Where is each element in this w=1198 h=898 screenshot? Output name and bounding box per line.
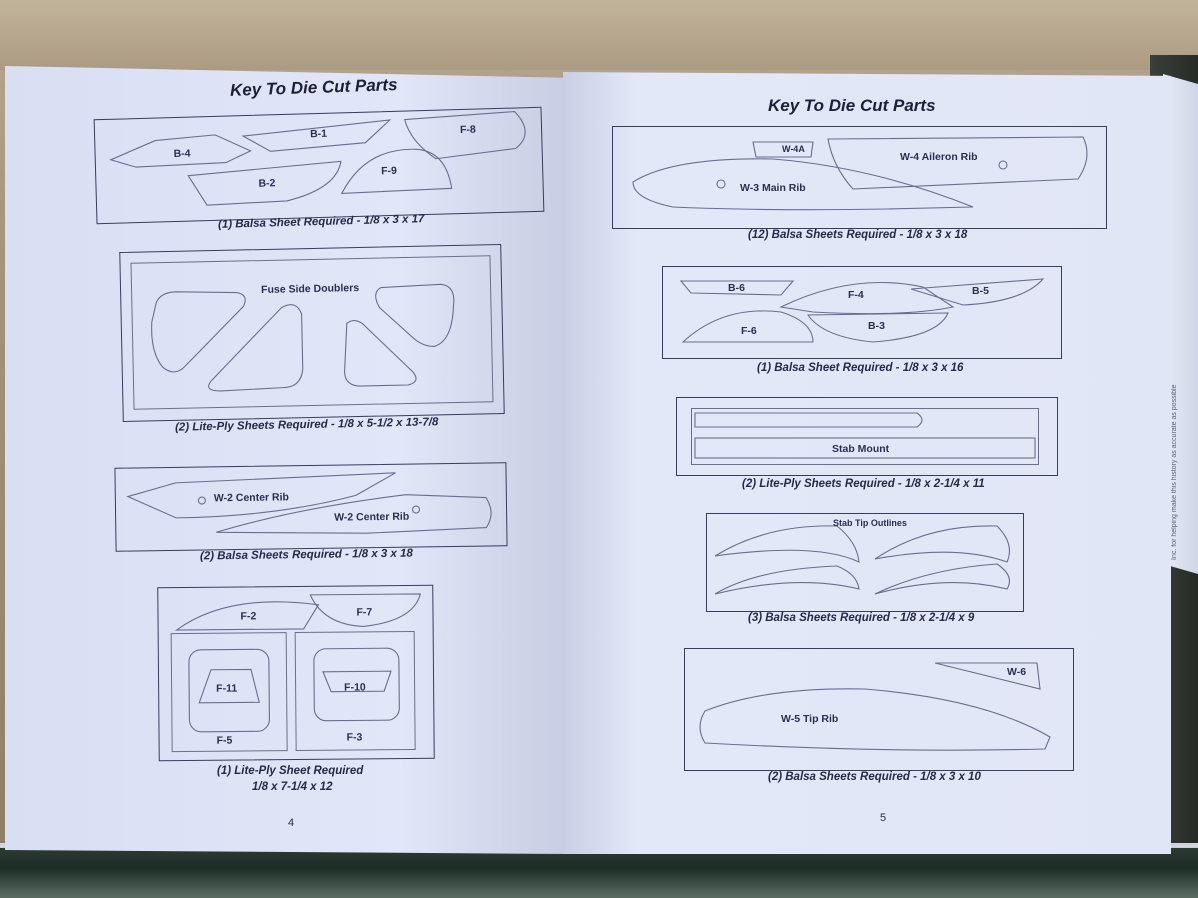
sheet-caption: (3) Balsa Sheets Required - 1/8 x 2-1/4 … (748, 612, 975, 624)
sheet-parts-outline (126, 472, 492, 534)
part-label: F-2 (240, 610, 257, 623)
sheet-caption: (2) Lite-Ply Sheets Required - 1/8 x 2-1… (742, 478, 985, 490)
left-page (5, 65, 570, 854)
part-label: W-2 Center Rib (334, 510, 410, 524)
sheet-parts-outline (694, 412, 1036, 459)
sheet-caption: (1) Balsa Sheet Required - 1/8 x 3 x 16 (757, 362, 964, 374)
part-label: W-4A (782, 144, 805, 154)
sheet-stab-tip-outlines: Stab Tip Outlines (706, 513, 1024, 612)
part-label: Stab Tip Outlines (833, 518, 907, 528)
part-label: F-4 (848, 289, 864, 301)
part-label: W-5 Tip Rib (781, 713, 839, 725)
part-label: W-3 Main Rib (740, 182, 806, 194)
part-label: W-4 Aileron Rib (900, 151, 978, 163)
part-label: F-9 (381, 164, 398, 178)
table-surface (0, 848, 1198, 898)
page-number: 4 (288, 817, 295, 829)
sheet-stab-mount: Stab Mount (676, 397, 1058, 476)
part-label: Fuse Side Doublers (260, 282, 360, 297)
sheet-tip-rib: W-6 W-5 Tip Rib (684, 648, 1074, 771)
part-label: B-1 (309, 127, 328, 141)
sheet-parts-outline (679, 278, 1045, 343)
part-label: F-3 (346, 731, 363, 744)
sheet-parts-outline (151, 283, 455, 392)
part-label: B-6 (728, 282, 745, 294)
sheet-caption-line2: 1/8 x 7-1/4 x 12 (252, 781, 333, 793)
part-label: B-2 (258, 177, 276, 190)
cardboard-background (0, 0, 1198, 70)
sheet-parts-outline (632, 136, 1088, 211)
right-page (563, 72, 1171, 854)
sheet-parts-outline (699, 662, 1051, 751)
part-label: W-6 (1007, 666, 1027, 678)
sheet-balsa-b-parts-2: B-6 F-4 B-5 F-6 B-3 (662, 266, 1062, 359)
part-label: F-10 (344, 681, 366, 694)
part-label: B-4 (173, 147, 191, 161)
part-label: F-11 (216, 682, 238, 695)
part-label: F-7 (356, 606, 373, 619)
sheet-caption: (2) Balsa Sheets Required - 1/8 x 3 x 10 (768, 771, 981, 783)
sheet-balsa-b-parts: B-4 B-1 F-8 B-2 F-9 (93, 106, 545, 225)
part-label: W-2 Center Rib (213, 491, 289, 505)
right-page-title: Key To Die Cut Parts (768, 96, 936, 115)
sheet-lite-ply-formers: F-2 F-7 F-11 F-10 F-5 F-3 (157, 584, 435, 762)
edge-page-text: Inc. for helping make this history as ac… (1171, 384, 1178, 560)
sheet-parts-outline (714, 525, 1010, 595)
sheet-parts-outline (174, 593, 422, 733)
part-label: F-8 (459, 123, 476, 137)
part-label: Stab Mount (832, 443, 890, 455)
part-label: B-5 (972, 285, 989, 297)
sheet-wing-ribs: W-4A W-4 Aileron Rib W-3 Main Rib (612, 126, 1107, 229)
sheet-w2-center-rib: W-2 Center Rib W-2 Center Rib (114, 462, 508, 552)
page-number: 5 (880, 812, 887, 824)
sheet-inner-border (691, 408, 1039, 465)
sheet-parts-outline (109, 110, 526, 206)
sheet-caption: (12) Balsa Sheets Required - 1/8 x 3 x 1… (748, 229, 968, 241)
part-label: B-3 (868, 320, 885, 332)
part-label: F-5 (216, 734, 233, 747)
sheet-caption: (1) Lite-Ply Sheet Required (217, 765, 364, 777)
part-label: F-6 (741, 325, 757, 337)
sheet-fuse-side-doublers: Fuse Side Doublers (119, 244, 505, 422)
